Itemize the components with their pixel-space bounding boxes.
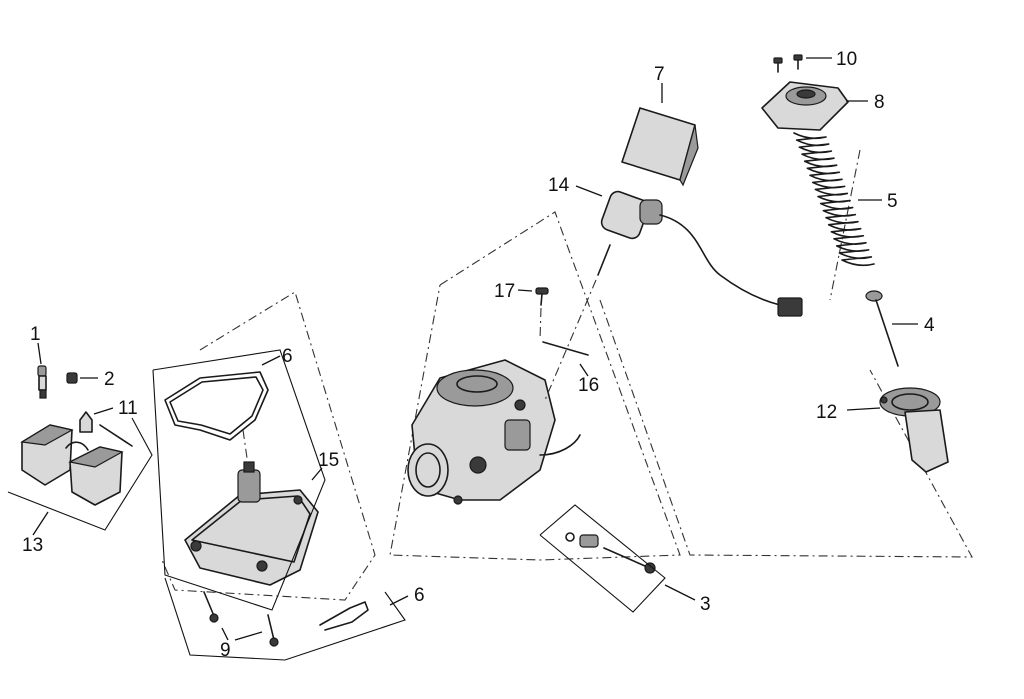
spring <box>793 132 882 267</box>
rod-16 <box>542 341 589 377</box>
label-15: 15 <box>318 450 339 471</box>
label-16: 16 <box>578 375 599 396</box>
label-14: 14 <box>548 175 570 196</box>
label-11: 11 <box>118 398 138 419</box>
label-4: 4 <box>924 315 935 336</box>
diaphragm-screws <box>773 54 832 73</box>
bowl-screws <box>164 577 409 661</box>
part-labels: 1 2 3 4 5 6 6 7 8 9 10 11 12 13 14 15 16… <box>22 49 935 661</box>
needle-valve-11 <box>79 407 114 433</box>
bowl-gasket <box>164 355 281 441</box>
label-1: 1 <box>30 324 41 345</box>
label-10: 10 <box>836 49 857 70</box>
cover-7 <box>621 83 699 187</box>
screw-17 <box>517 287 549 306</box>
label-7: 7 <box>654 64 665 85</box>
vacuum-slide <box>846 387 949 473</box>
idle-screw-group <box>539 504 696 613</box>
jet-part-2 <box>66 372 98 384</box>
float-bowl <box>152 349 326 611</box>
float-assembly <box>7 417 153 536</box>
assembly-centerlines <box>242 279 597 466</box>
label-13: 13 <box>22 535 43 556</box>
label-12: 12 <box>816 402 837 423</box>
label-2: 2 <box>104 369 115 390</box>
top-cap <box>761 81 868 131</box>
label-8: 8 <box>874 92 885 113</box>
carburetor-body <box>407 359 581 505</box>
label-3: 3 <box>700 594 711 615</box>
label-5: 5 <box>887 191 898 212</box>
label-6-drain: 6 <box>414 585 425 606</box>
label-17: 17 <box>494 281 515 302</box>
auto-choke <box>575 185 803 317</box>
label-9: 9 <box>220 640 231 661</box>
jet-part-1 <box>37 342 47 399</box>
label-6-gasket: 6 <box>282 346 293 367</box>
jet-needle <box>865 290 918 367</box>
group-boundaries <box>161 149 973 601</box>
